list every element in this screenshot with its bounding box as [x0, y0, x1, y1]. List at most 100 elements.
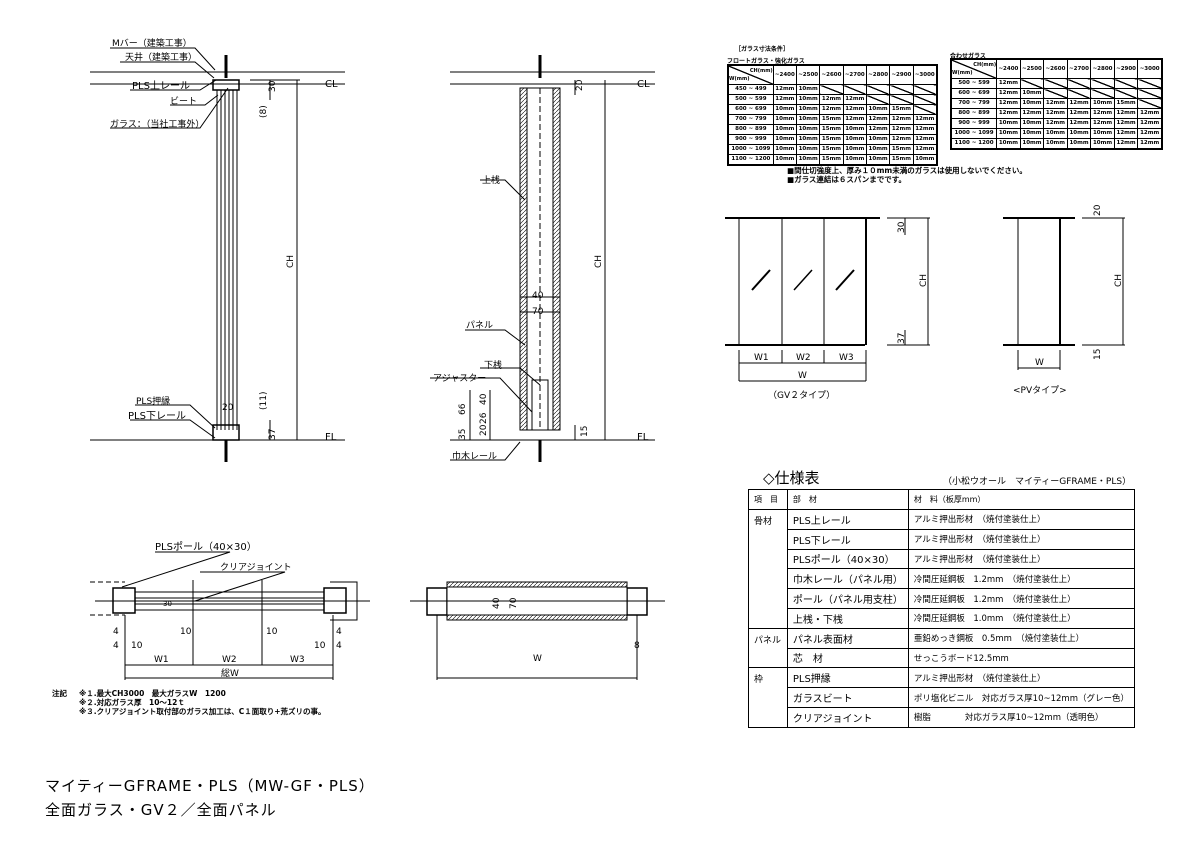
not-applicable-cell	[1043, 88, 1068, 99]
thickness-cell: 12mm	[819, 94, 844, 105]
thickness-cell: 12mm	[912, 124, 938, 135]
spec-part: パネル表面材	[786, 627, 909, 649]
thickness-cell: 10mm	[1019, 138, 1045, 150]
label-baseboard-rail: 巾木レール	[452, 450, 497, 462]
gv2-dim-30: 30	[897, 221, 907, 233]
label-upper-rail: 上桟	[482, 174, 500, 186]
plan-w1: W1	[154, 655, 169, 665]
elevation-pv	[1003, 217, 1125, 370]
spec-part: PLS下レール	[786, 528, 909, 550]
not-applicable-cell	[865, 94, 891, 105]
column-header: ~2900	[1113, 58, 1139, 79]
spec-row: ポール（パネル用支柱）冷間圧延鋼板 1.2mm （焼付塗装仕上）	[749, 588, 1136, 609]
thickness-cell: 10mm	[772, 154, 798, 166]
thickness-cell: 10mm	[842, 144, 867, 155]
gv2-dim-ch: CH	[919, 274, 929, 287]
drawing-title: マイティーGFRAME・PLS（MW-GF・PLS）	[45, 777, 375, 795]
pv-dim-20: 20	[1093, 204, 1103, 216]
width-cell: 1100 ~ 1200	[950, 138, 998, 150]
width-cell: 1000 ~ 1099	[727, 144, 774, 155]
label-pls-pole: PLSポール（40×30）	[155, 541, 257, 553]
not-applicable-cell	[1019, 78, 1045, 89]
thickness-cell: 12mm	[1137, 138, 1163, 150]
spec-material: アルミ押出形材 （焼付塗装仕上）	[907, 667, 1136, 689]
thickness-cell: 12mm	[1137, 118, 1163, 129]
thickness-cell: 12mm	[1090, 118, 1115, 129]
pv-w: W	[1035, 358, 1044, 368]
dim-mid-40b: 40	[479, 393, 489, 405]
spec-part: ポール（パネル用支柱）	[786, 588, 909, 609]
thickness-cell: 10mm	[996, 128, 1021, 139]
width-cell: 700 ~ 799	[950, 98, 998, 109]
thickness-cell: 10mm	[772, 144, 798, 155]
spec-part: 芯 材	[786, 647, 909, 669]
thickness-cell: 12mm	[996, 78, 1021, 89]
elevation-gv2	[725, 217, 930, 382]
dim-mid-26: 26	[479, 412, 489, 424]
plan-total-w: 総W	[221, 667, 239, 679]
corner-cell: CH(mm)W(mm)	[727, 64, 774, 85]
thickness-cell: 10mm	[772, 124, 798, 135]
dim-mid-20b: 20	[479, 424, 489, 436]
dim-11: (11)	[259, 392, 269, 410]
not-applicable-cell	[1090, 88, 1115, 99]
plan-r-8: 8	[634, 641, 640, 651]
not-applicable-cell	[912, 104, 938, 115]
spec-material: 冷間圧延鋼板 1.0mm （焼付塗装仕上）	[907, 607, 1136, 629]
plan-dim-30: 30	[163, 600, 172, 608]
plan-dim-4b: 4	[113, 641, 119, 651]
thickness-cell: 10mm	[865, 104, 891, 115]
spec-title: ◇仕様表	[763, 469, 820, 487]
thickness-cell: 15mm	[819, 114, 844, 125]
spec-part: 上桟・下桟	[786, 607, 909, 629]
gv2-w: W	[798, 371, 807, 381]
spec-material: アルミ押出形材 （焼付塗装仕上）	[907, 548, 1136, 570]
pv-dim-15: 15	[1093, 349, 1103, 360]
not-applicable-cell	[889, 94, 914, 105]
spec-material: 亜鉛めっき鋼板 0.5mm （焼付塗装仕上）	[907, 627, 1136, 649]
not-applicable-cell	[1137, 78, 1163, 89]
note-item: ※２.対応ガラス厚 10～12ｔ	[79, 698, 185, 707]
thickness-cell: 10mm	[996, 118, 1021, 129]
thickness-cell: 10mm	[772, 104, 798, 115]
spec-row: PLS下レールアルミ押出形材 （焼付塗装仕上）	[749, 528, 1136, 550]
spec-part: PLS上レール	[786, 509, 909, 530]
label-pls-upper-rail: PLS上レール	[132, 80, 190, 92]
corner-w: W(mm)	[729, 76, 750, 82]
thickness-cell: 10mm	[865, 144, 891, 155]
spec-header-row: 項 目部 材材 料（板厚mm）	[748, 489, 1136, 510]
gv2-w3: W3	[839, 353, 854, 363]
spec-row: パネルパネル表面材亜鉛めっき鋼板 0.5mm （焼付塗装仕上）	[748, 627, 1136, 669]
label-bead: ビート	[170, 96, 197, 107]
glass-notes: ■間仕切強度上、厚み１０mm未満のガラスは使用しないでください。 ■ガラス連結は…	[787, 166, 1027, 184]
column-header: ~3000	[1137, 58, 1163, 79]
thickness-cell: 10mm	[996, 138, 1021, 150]
thickness-cell: 10mm	[796, 94, 821, 105]
dim-8: (8)	[259, 105, 269, 118]
thickness-cell: 10mm	[796, 104, 821, 115]
thickness-cell: 10mm	[1019, 118, 1045, 129]
thickness-cell: 12mm	[1043, 118, 1068, 129]
spec-material: せっこうボード12.5mm	[907, 647, 1136, 669]
label-panel: パネル	[466, 320, 493, 331]
spec-header: 材 料（板厚mm）	[907, 489, 1136, 510]
thickness-cell: 15mm	[819, 154, 844, 166]
column-header: ~2800	[1090, 58, 1115, 79]
column-header: ~2400	[996, 58, 1021, 79]
thickness-cell: 12mm	[1113, 138, 1139, 150]
width-cell: 900 ~ 999	[950, 118, 998, 129]
glass-note: ■ガラス連結は６スパンまでです。	[787, 175, 907, 184]
spec-material: アルミ押出形材 （焼付塗装仕上）	[907, 509, 1136, 530]
not-applicable-cell	[1137, 88, 1163, 99]
not-applicable-cell	[912, 94, 938, 105]
thickness-cell: 10mm	[796, 144, 821, 155]
column-header: ~2600	[819, 64, 844, 85]
thickness-cell: 10mm	[1043, 138, 1068, 150]
